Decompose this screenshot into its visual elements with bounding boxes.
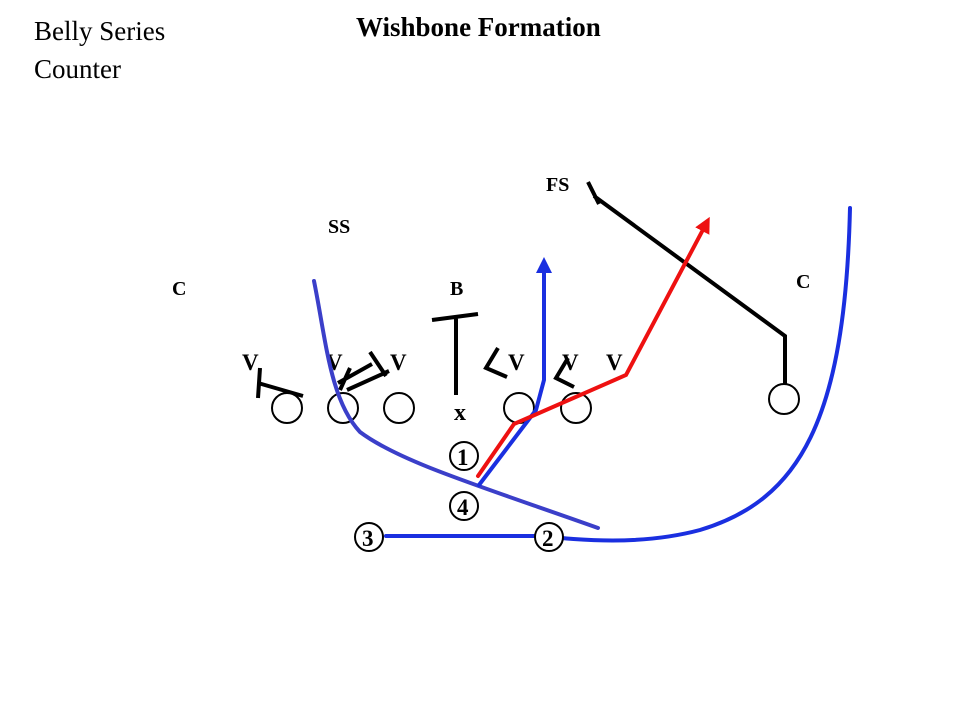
- back-1-label: 1: [457, 445, 469, 470]
- formation-title: Wishbone Formation: [356, 12, 601, 42]
- blue-routes: [312, 206, 852, 543]
- series-title: Belly Series: [34, 16, 165, 46]
- defender-lineman-3: V: [390, 350, 407, 375]
- offensive-left-tackle: [271, 392, 303, 424]
- defender-lineman-5: V: [562, 350, 579, 375]
- block-left-tackle: [256, 367, 304, 399]
- back-2-circle: [534, 522, 564, 552]
- defender-ss-label: SS: [328, 216, 350, 238]
- route-blue-guard-pull: [312, 279, 600, 530]
- block-right-tackle: [553, 356, 575, 389]
- block-left-guard-1: [337, 362, 373, 391]
- back-2-label: 2: [542, 526, 554, 551]
- blocking-assignments: [256, 181, 787, 399]
- defender-backer-label: B: [450, 278, 463, 300]
- back-3-circle: [354, 522, 384, 552]
- defender-lineman-6: V: [606, 350, 623, 375]
- offensive-center: x: [454, 400, 466, 426]
- block-tight-end: [586, 181, 787, 386]
- back-3-label: 3: [362, 526, 374, 551]
- backfield: [354, 441, 564, 552]
- back-4-circle: [449, 491, 479, 521]
- route-blue-qb: [477, 257, 552, 487]
- defender-corner-left-label: C: [172, 278, 186, 300]
- block-left-guard-2: [346, 350, 390, 392]
- route-red-fullback: [476, 216, 710, 478]
- back-1-circle: [449, 441, 479, 471]
- play-title: Counter: [34, 54, 121, 84]
- offensive-left-guard-2: [383, 392, 415, 424]
- defender-corner-right-label: C: [796, 271, 810, 293]
- block-right-guard: [483, 346, 508, 379]
- offensive-line: [271, 383, 800, 424]
- offensive-tight-end: [768, 383, 800, 415]
- defender-fs-label: FS: [546, 174, 569, 196]
- back-4-label: 4: [457, 495, 469, 520]
- defender-lineman-1: V: [242, 350, 259, 375]
- route-blue-halfback: [384, 206, 852, 543]
- defender-lineman-4: V: [508, 350, 525, 375]
- block-center: [431, 312, 479, 395]
